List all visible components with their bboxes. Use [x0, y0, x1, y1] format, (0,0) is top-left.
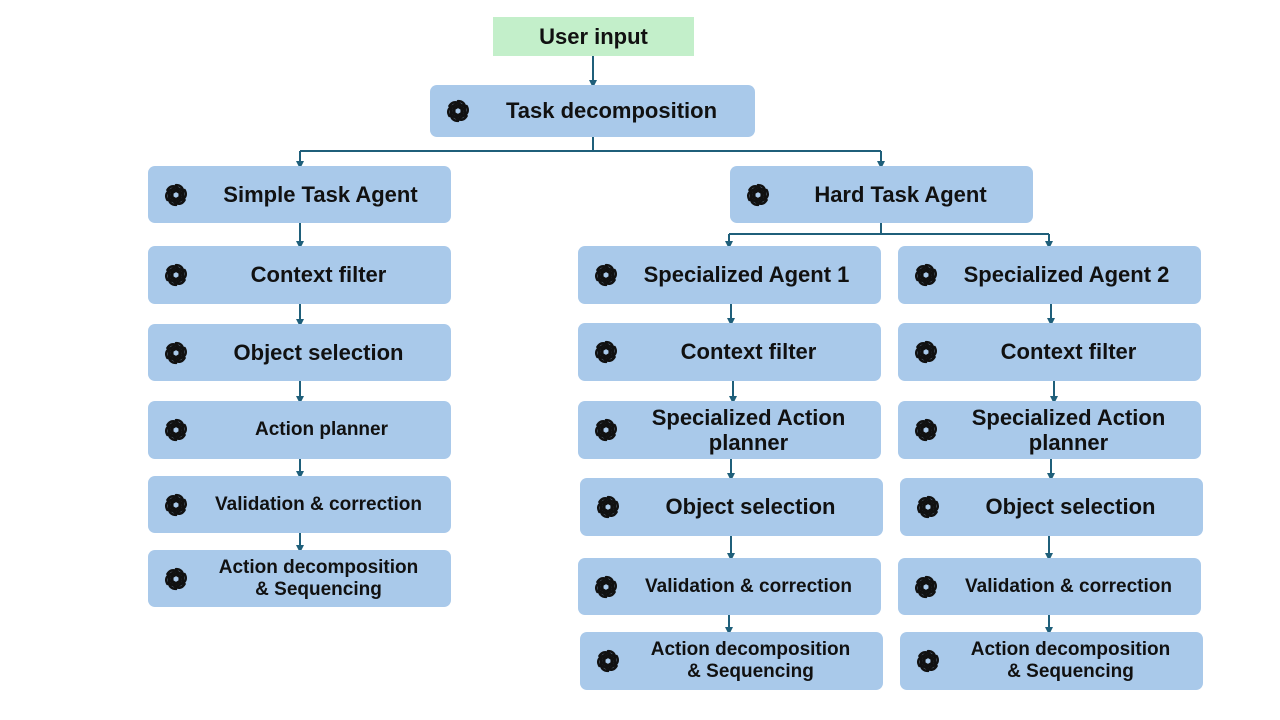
- simple-object-selection-label: Object selection: [233, 339, 404, 365]
- simple-context-filter-node: Context filter: [148, 246, 451, 304]
- sa2-context-filter-label: Context filter: [1000, 339, 1137, 365]
- sa2-action-decomposition-line1: Action decomposition: [970, 639, 1171, 661]
- simple-task-agent-node: Simple Task Agent: [148, 166, 451, 223]
- hard-task-agent-node: Hard Task Agent: [730, 166, 1033, 223]
- simple-action-decomposition-line2: & Sequencing: [255, 578, 382, 600]
- openai-logo-icon: [160, 179, 192, 211]
- simple-action-planner-label: Action planner: [254, 419, 388, 441]
- sa2-validation-label: Validation & correction: [965, 575, 1172, 597]
- sa1-action-planner-node: Specialized Action planner: [578, 401, 881, 459]
- sa1-validation-node: Validation & correction: [578, 558, 881, 615]
- sa2-action-planner-node: Specialized Action planner: [898, 401, 1201, 459]
- simple-action-planner-node: Action planner: [148, 401, 451, 459]
- simple-validation-label: Validation & correction: [215, 493, 422, 515]
- sa2-action-decomposition-node: Action decomposition & Sequencing: [900, 632, 1203, 690]
- sa1-object-selection-label: Object selection: [665, 494, 836, 520]
- sa2-context-filter-node: Context filter: [898, 323, 1201, 381]
- openai-logo-icon: [742, 179, 774, 211]
- sa1-context-filter-label: Context filter: [680, 339, 817, 365]
- specialized-agent-2-node: Specialized Agent 2: [898, 246, 1201, 304]
- openai-logo-icon: [912, 645, 944, 677]
- openai-logo-icon: [910, 414, 942, 446]
- task-decomposition-node: Task decomposition: [430, 85, 755, 137]
- openai-logo-icon: [910, 571, 942, 603]
- sa2-action-planner-line2: planner: [1028, 430, 1109, 455]
- specialized-agent-2-label: Specialized Agent 2: [963, 262, 1170, 288]
- sa2-object-selection-node: Object selection: [900, 478, 1203, 536]
- sa2-action-decomposition-line2: & Sequencing: [1007, 661, 1134, 682]
- openai-logo-icon: [160, 414, 192, 446]
- openai-logo-icon: [910, 336, 942, 368]
- openai-logo-icon: [160, 337, 192, 369]
- openai-logo-icon: [592, 491, 624, 523]
- sa2-object-selection-label: Object selection: [985, 494, 1156, 520]
- sa1-object-selection-node: Object selection: [580, 478, 883, 536]
- simple-task-agent-label: Simple Task Agent: [223, 181, 418, 207]
- user-input-box: User input: [493, 17, 694, 56]
- sa1-validation-label: Validation & correction: [645, 575, 852, 597]
- openai-logo-icon: [590, 571, 622, 603]
- specialized-agent-1-node: Specialized Agent 1: [578, 246, 881, 304]
- sa1-action-decomposition-node: Action decomposition & Sequencing: [580, 632, 883, 690]
- sa1-context-filter-node: Context filter: [578, 323, 881, 381]
- specialized-agent-1-label: Specialized Agent 1: [643, 262, 850, 288]
- sa1-action-decomposition-line1: Action decomposition: [650, 639, 851, 661]
- simple-action-decomposition-line1: Action decomposition: [218, 556, 419, 578]
- openai-logo-icon: [590, 414, 622, 446]
- simple-object-selection-node: Object selection: [148, 324, 451, 381]
- task-decomposition-label: Task decomposition: [505, 98, 718, 124]
- simple-action-decomposition-node: Action decomposition & Sequencing: [148, 550, 451, 607]
- simple-context-filter-label: Context filter: [250, 262, 387, 288]
- openai-logo-icon: [442, 95, 474, 127]
- openai-logo-icon: [590, 336, 622, 368]
- sa1-action-decomposition-line2: & Sequencing: [687, 661, 814, 682]
- simple-validation-node: Validation & correction: [148, 476, 451, 533]
- hard-task-agent-label: Hard Task Agent: [814, 181, 987, 207]
- sa2-validation-node: Validation & correction: [898, 558, 1201, 615]
- sa1-action-planner-line2: planner: [708, 430, 789, 455]
- sa2-action-planner-line1: Specialized Action: [971, 404, 1166, 430]
- openai-logo-icon: [160, 563, 192, 595]
- user-input-label: User input: [539, 23, 648, 49]
- openai-logo-icon: [160, 489, 192, 521]
- sa1-action-planner-line1: Specialized Action: [651, 404, 846, 430]
- openai-logo-icon: [592, 645, 624, 677]
- openai-logo-icon: [912, 491, 944, 523]
- openai-logo-icon: [160, 259, 192, 291]
